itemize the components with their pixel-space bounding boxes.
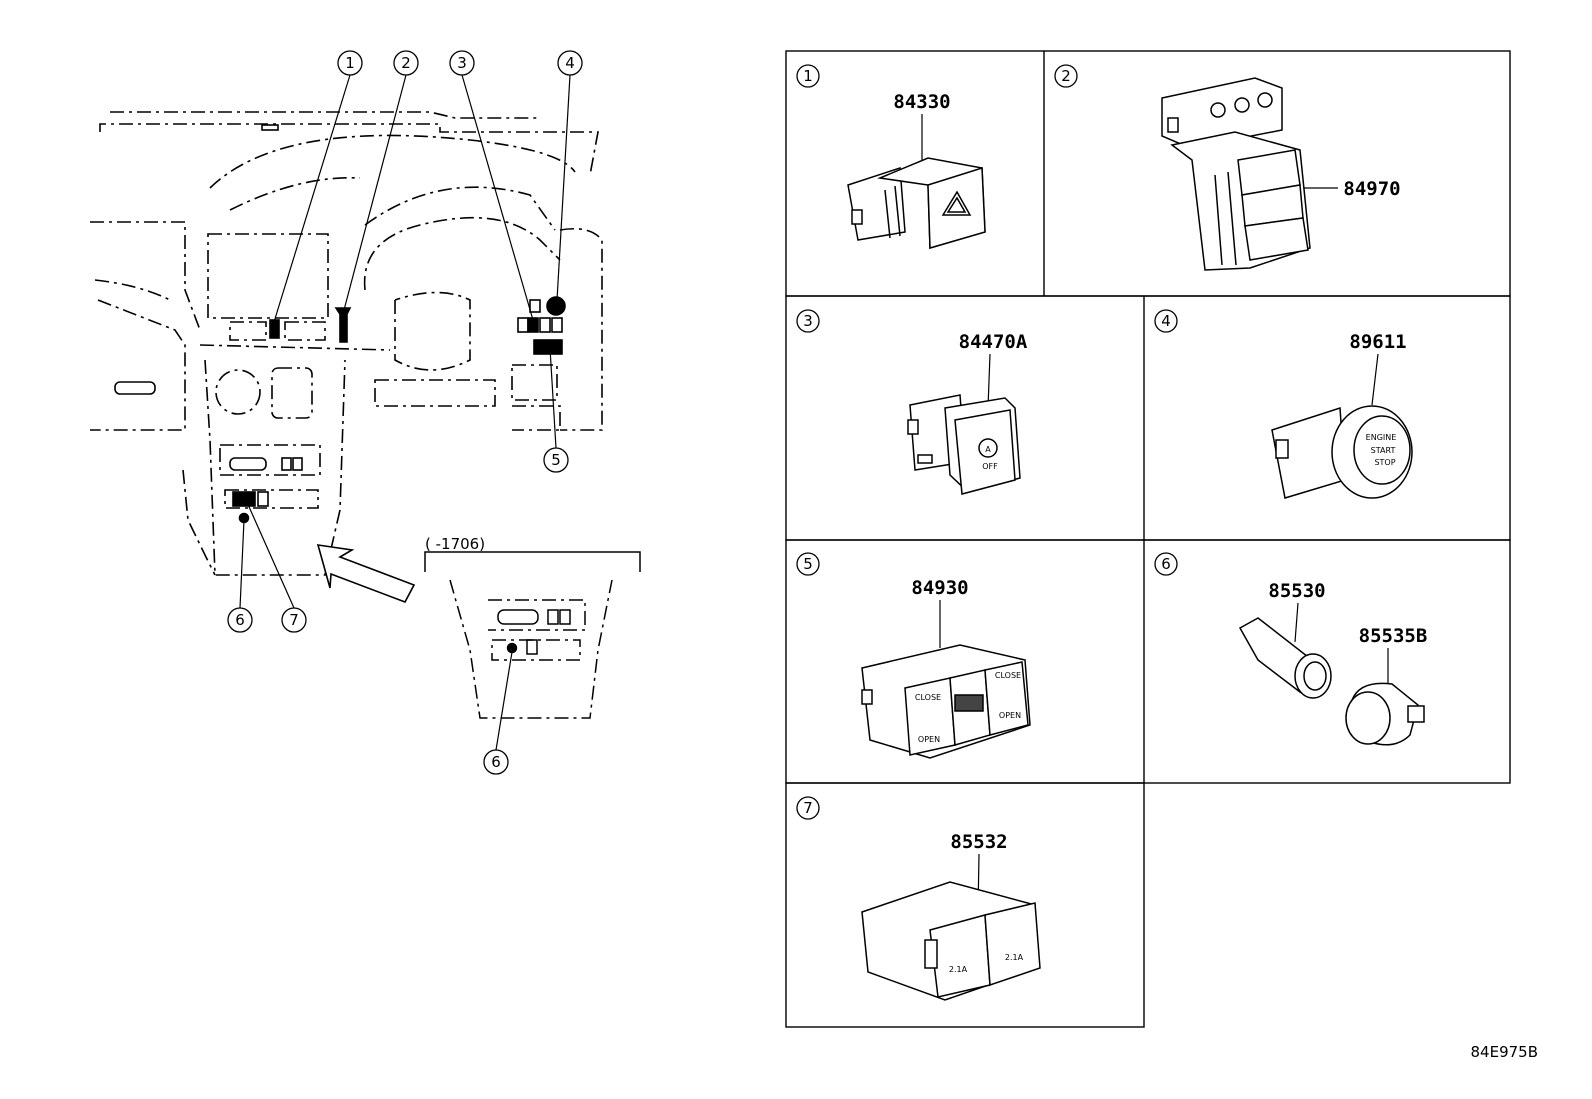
callout-5: 5 [543,447,569,473]
svg-text:6: 6 [491,753,501,771]
svg-text:84970: 84970 [1343,178,1400,200]
svg-text:1: 1 [803,67,813,85]
dashboard-overview [90,111,603,576]
callout-6: 6 [227,607,253,633]
svg-text:OPEN: OPEN [999,711,1021,720]
svg-text:7: 7 [289,611,299,629]
svg-text:4: 4 [1161,312,1171,330]
callout-7: 7 [281,607,307,633]
svg-text:85532: 85532 [950,831,1007,853]
callout-1: 1 [337,50,363,76]
svg-text:2: 2 [1061,67,1071,85]
svg-text:( -1706): ( -1706) [425,535,485,553]
svg-text:5: 5 [803,555,813,573]
svg-text:3: 3 [803,312,813,330]
overview-callouts: 1 2 3 4 5 6 7 [227,50,583,633]
svg-text:85535B: 85535B [1359,625,1428,647]
inset-callout-6: 6 [483,749,509,775]
svg-text:84330: 84330 [893,91,950,113]
svg-text:CLOSE: CLOSE [995,671,1021,680]
svg-text:85530: 85530 [1268,580,1325,602]
svg-text:OPEN: OPEN [918,735,940,744]
svg-text:1: 1 [345,54,355,72]
svg-text:ENGINE: ENGINE [1366,433,1397,442]
svg-text:OFF: OFF [982,462,998,471]
inset-view: ( -1706) [424,535,641,751]
parts-grid [785,50,1511,1028]
svg-text:84930: 84930 [911,577,968,599]
svg-text:7: 7 [803,799,813,817]
cell-2-switch-assembly: 2 84970 [1054,64,1401,271]
cell-1-hazard-switch: 1 84330 [796,64,986,249]
svg-text:CLOSE: CLOSE [915,693,941,702]
cell-4-engine-start-switch: 4 89611 ENGINE START STOP [1154,309,1413,499]
svg-text:4: 4 [565,54,575,72]
svg-text:A: A [985,445,991,454]
cell-5-door-switch: 5 84930 CLOSE OPEN CLOSE OPEN [796,552,1031,759]
svg-text:6: 6 [235,611,245,629]
cell-6-power-outlets: 6 85530 85535B [1154,552,1428,746]
callout-2: 2 [393,50,419,76]
svg-text:3: 3 [457,54,467,72]
svg-text:2.1A: 2.1A [1005,953,1024,962]
cell-7-usb-charger: 7 85532 2.1A 2.1A [796,796,1041,1001]
cell-3-a-off-switch: 3 84470A A OFF [796,309,1028,495]
svg-text:84470A: 84470A [959,331,1028,353]
svg-text:5: 5 [551,451,561,469]
svg-text:89611: 89611 [1349,331,1406,353]
overview-leaders [239,74,571,609]
svg-text:2.1A: 2.1A [949,965,968,974]
callout-3: 3 [449,50,475,76]
callout-4: 4 [557,50,583,76]
svg-text:6: 6 [1161,555,1171,573]
drawing-id: 84E975B [1471,1043,1539,1061]
svg-text:2: 2 [401,54,411,72]
view-arrow [316,544,416,603]
svg-text:START: START [1371,446,1396,455]
svg-text:STOP: STOP [1374,458,1395,467]
